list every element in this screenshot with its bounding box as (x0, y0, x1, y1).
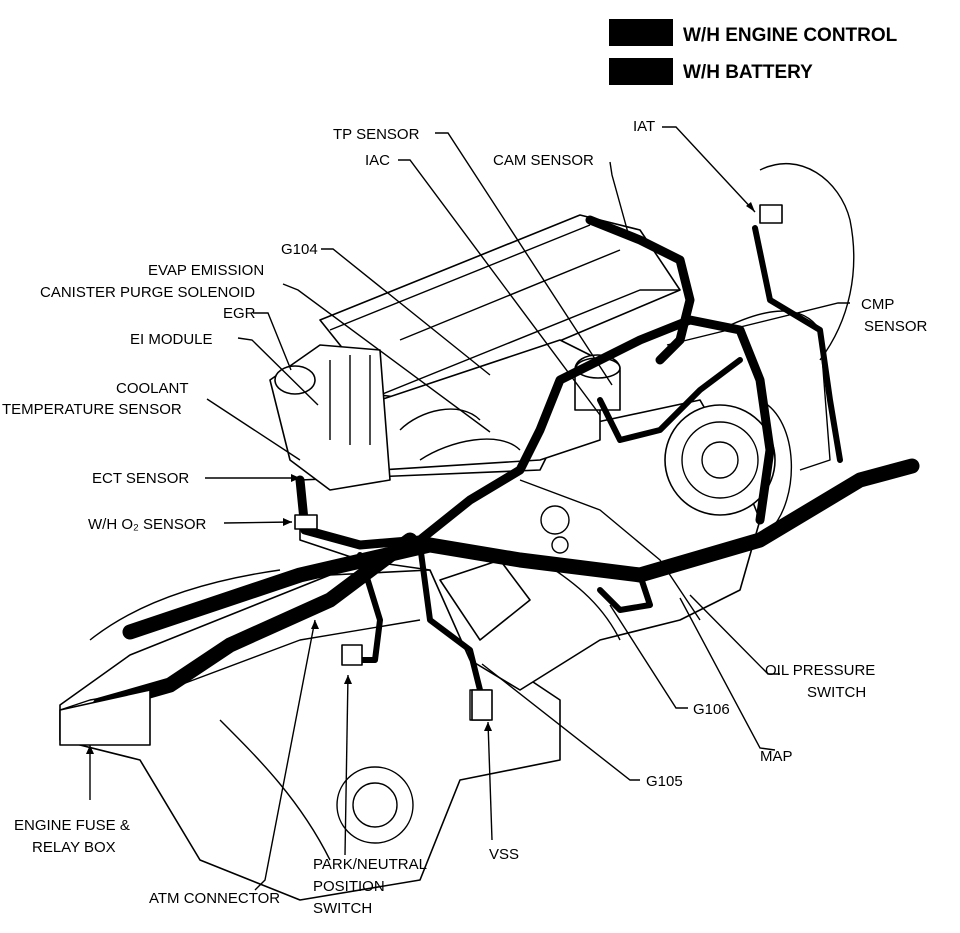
label-iac: IAC (365, 152, 390, 169)
label-engine-fuse: ENGINE FUSE & (14, 817, 130, 834)
legend: W/H ENGINE CONTROL W/H BATTERY (609, 19, 898, 85)
engine-fuse-relay-box (59, 689, 151, 746)
pn-switch-connector (341, 644, 363, 666)
legend-label-engine-control: W/H ENGINE CONTROL (683, 25, 898, 46)
label-oil-switch: SWITCH (807, 684, 866, 701)
label-wh-o2-sensor: W/H O₂ SENSOR (88, 516, 206, 533)
label-canister-purge-solenoid: CANISTER PURGE SOLENOID (40, 284, 255, 301)
label-g104: G104 (281, 241, 318, 258)
harness-tp-branch (597, 357, 743, 443)
label-vss: VSS (489, 846, 519, 863)
engine-illustration (59, 163, 855, 901)
label-ei-module: EI MODULE (130, 331, 213, 348)
label-iat: IAT (633, 118, 655, 135)
label-position: POSITION (313, 878, 385, 895)
wiring-harnesses (59, 204, 920, 746)
o2-connector (294, 514, 318, 530)
harness-lower-branch (417, 542, 483, 693)
label-tp-sensor: TP SENSOR (333, 126, 420, 143)
label-oil-pressure: OIL PRESSURE (765, 662, 875, 679)
harness-engine-control (295, 315, 775, 550)
label-evap-emission: EVAP EMISSION (148, 262, 264, 279)
harness-battery (122, 458, 920, 640)
component-labels: IAT TP SENSOR IAC CAM SENSOR G104 EVAP E… (2, 118, 928, 917)
label-g105: G105 (646, 773, 683, 790)
label-g106: G106 (693, 701, 730, 718)
label-ect-sensor: ECT SENSOR (92, 470, 189, 487)
vss-connector (471, 689, 493, 721)
label-temperature-sensor: TEMPERATURE SENSOR (2, 401, 182, 418)
label-cmp-sensor: SENSOR (864, 318, 928, 335)
label-egr: EGR (223, 305, 256, 322)
legend-label-battery: W/H BATTERY (683, 62, 813, 83)
legend-swatch-battery (609, 58, 673, 85)
harness-iat-branch (752, 225, 843, 463)
leader-lines (86, 126, 850, 891)
label-switch: SWITCH (313, 900, 372, 917)
label-coolant: COOLANT (116, 380, 189, 397)
label-atm-connector: ATM CONNECTOR (149, 890, 280, 907)
label-map: MAP (760, 748, 793, 765)
label-cmp: CMP (861, 296, 894, 313)
label-cam-sensor: CAM SENSOR (493, 152, 594, 169)
harness-map-branch (597, 572, 653, 613)
label-relay-box: RELAY BOX (32, 839, 116, 856)
iat-connector (759, 204, 783, 224)
legend-swatch-engine-control (609, 19, 673, 46)
label-park-neutral: PARK/NEUTRAL (313, 856, 427, 873)
